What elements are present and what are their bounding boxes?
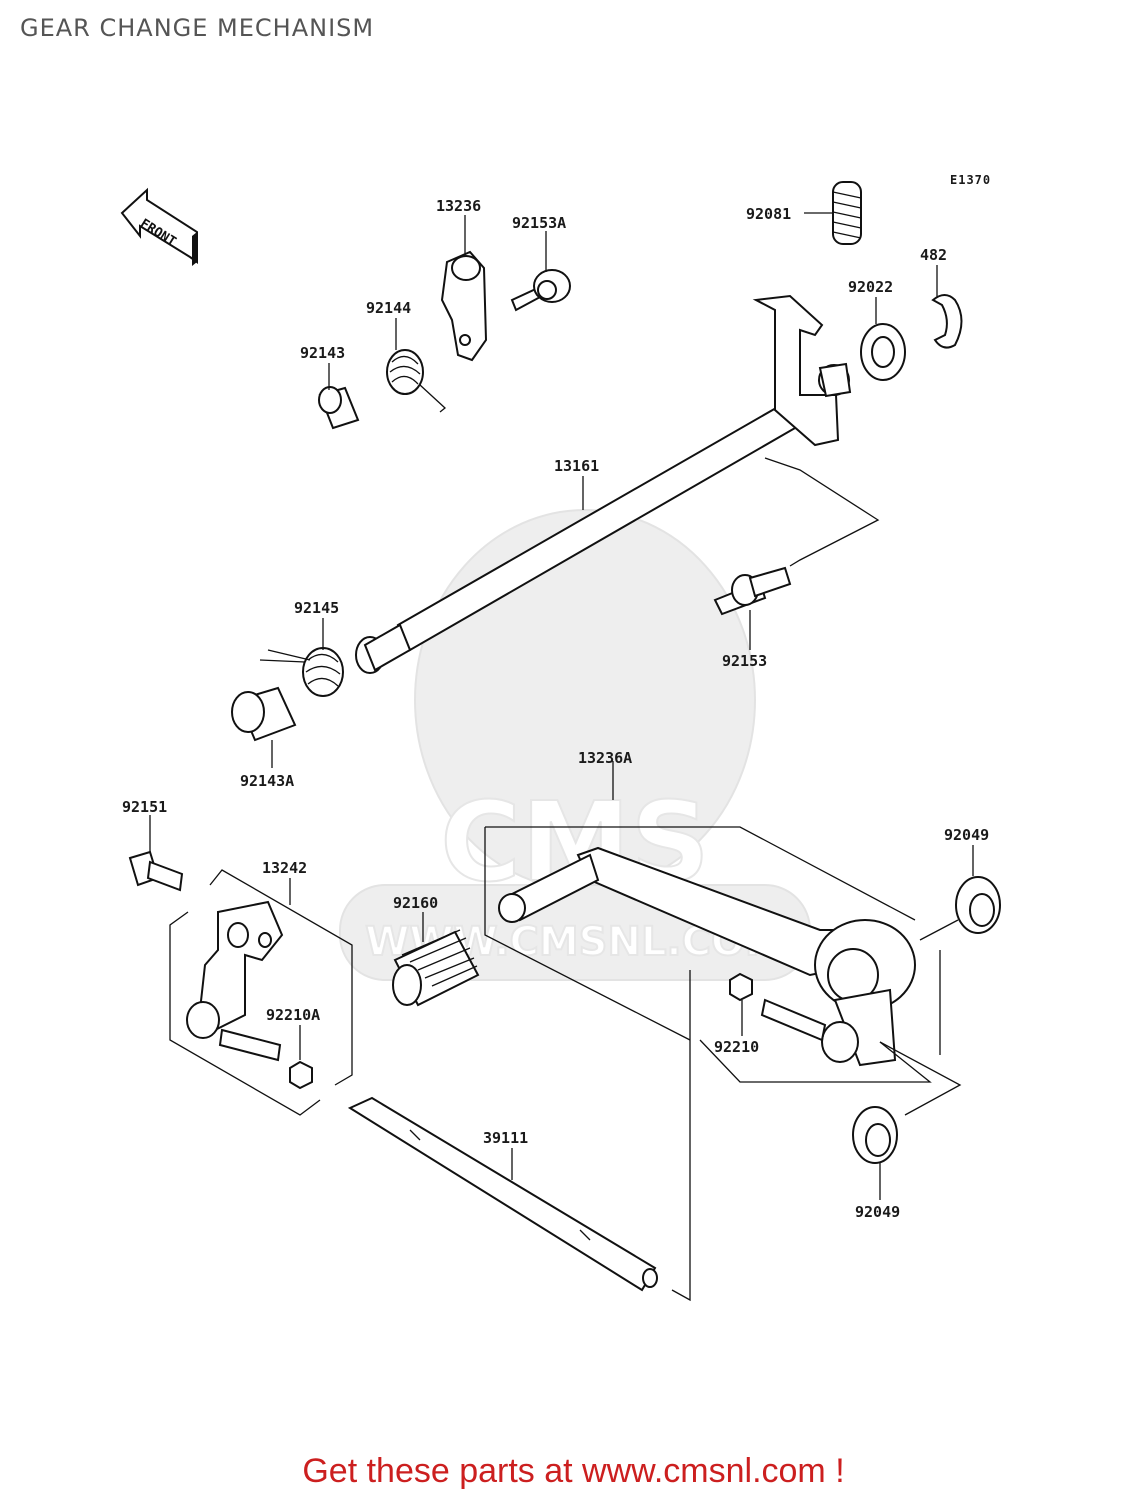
label-92210a: 92210A (266, 1006, 320, 1024)
label-92049-bottom: 92049 (855, 1203, 900, 1221)
label-92144: 92144 (366, 299, 411, 317)
page-title: GEAR CHANGE MECHANISM (20, 14, 375, 42)
leader-13242-bracket-right (209, 869, 353, 1086)
leader-39111-bracket (671, 970, 691, 1302)
part-92160-rubber (392, 929, 480, 1007)
part-92210a-nut (289, 1060, 313, 1090)
diagram-code: E1370 (950, 173, 991, 187)
label-92143a: 92143A (240, 772, 294, 790)
label-13161: 13161 (554, 457, 599, 475)
part-482-clip (931, 294, 963, 349)
front-arrow-icon: FRONT (120, 187, 198, 266)
part-13236a-pedal-arm (498, 846, 916, 1067)
part-39111-rod (347, 1096, 658, 1292)
part-92143a-collar (231, 686, 297, 742)
label-92022: 92022 (848, 278, 893, 296)
label-92210: 92210 (714, 1038, 759, 1056)
part-92153-bolt (713, 566, 792, 616)
label-92160: 92160 (393, 894, 438, 912)
label-92081: 92081 (746, 205, 791, 223)
part-13242-lever (186, 900, 284, 1062)
part-92151-bolt (128, 850, 184, 892)
leader-lower-bracket (699, 1039, 932, 1083)
label-92049-top: 92049 (944, 826, 989, 844)
part-92145-spring (259, 647, 344, 697)
label-92153: 92153 (722, 652, 767, 670)
footer-link[interactable]: Get these parts at www.cmsnl.com ! (302, 1452, 845, 1490)
label-92151: 92151 (122, 798, 167, 816)
part-92143-collar (318, 386, 360, 430)
label-92143: 92143 (300, 344, 345, 362)
leader-13242-bracket-left (169, 911, 321, 1116)
part-92049-top-seal (955, 876, 1001, 934)
part-92144-spring (386, 349, 446, 413)
leader-13161-bracket (764, 457, 880, 567)
part-13161-shaft (355, 294, 852, 674)
label-13242: 13242 (262, 859, 307, 877)
part-92022-washer (860, 323, 906, 381)
label-92145: 92145 (294, 599, 339, 617)
leader-lower-bracket-right (879, 1041, 962, 1116)
label-92153a: 92153A (512, 214, 566, 232)
label-13236a: 13236A (578, 749, 632, 767)
part-92081-spring (832, 181, 862, 245)
label-39111: 39111 (483, 1129, 528, 1147)
label-482: 482 (920, 246, 947, 264)
leader-13236a-bracket-top (485, 826, 916, 921)
leader-13236a-bracket-left (484, 827, 691, 1041)
part-13236-arm (440, 250, 488, 362)
part-92210-nut (729, 972, 827, 1042)
part-92153a-bolt (510, 269, 571, 312)
part-92049-bottom-seal (852, 1106, 898, 1164)
leader-92049-top-link (919, 919, 959, 941)
label-13236: 13236 (436, 197, 481, 215)
